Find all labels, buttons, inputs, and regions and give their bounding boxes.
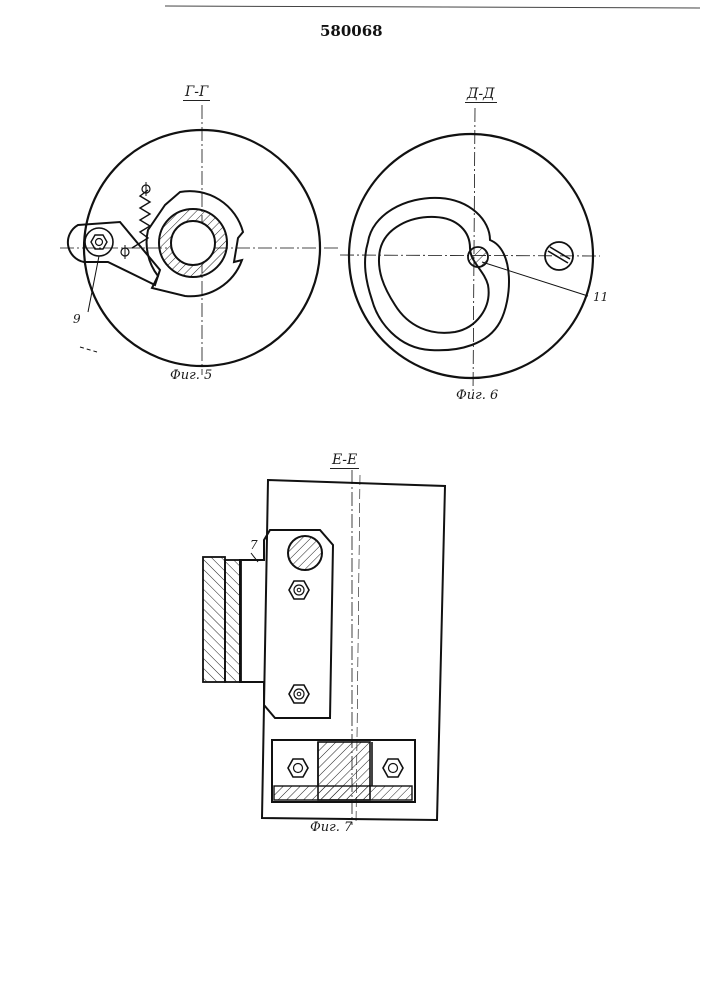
- fig7-nut-left: [288, 759, 308, 777]
- fig6-callout-11: 11: [593, 290, 608, 304]
- fig7-side-block-b: [225, 560, 241, 682]
- fig7-section-label: Е-Е: [330, 452, 359, 468]
- fig6-caption: Фиг. 6: [456, 388, 498, 403]
- fig7-nut-upper: [289, 581, 309, 599]
- fig5-section-label: Г-Г: [183, 84, 210, 100]
- fig7-caption: Фиг. 7: [310, 820, 352, 835]
- fig5-callout-9: 9: [73, 312, 81, 326]
- figure-5: [60, 105, 340, 375]
- fig7-shaft: [288, 536, 322, 570]
- figure-7: [203, 470, 445, 825]
- fig7-nut-right: [383, 759, 403, 777]
- fig6-follower: [468, 247, 488, 267]
- fig5-caption: Фиг. 5: [170, 368, 212, 383]
- top-rule: [165, 6, 700, 8]
- fig7-nut-lower: [289, 685, 309, 703]
- fig5-pawl-lever: [68, 222, 160, 285]
- fig6-cam-groove-outer: [365, 198, 509, 350]
- fig6-section-label: Д-Д: [465, 86, 497, 102]
- fig5-shaft: [171, 221, 215, 265]
- fig7-clamp-base: [274, 786, 412, 800]
- figure-6: [340, 108, 600, 395]
- patent-number: 580068: [320, 22, 383, 40]
- fig6-cam-groove-inner: [379, 217, 489, 333]
- fig6-leader-11: [482, 262, 588, 296]
- fig5-nut: [85, 228, 113, 256]
- fig7-side-block-a: [203, 557, 225, 682]
- fig7-callout-7: 7: [250, 538, 258, 552]
